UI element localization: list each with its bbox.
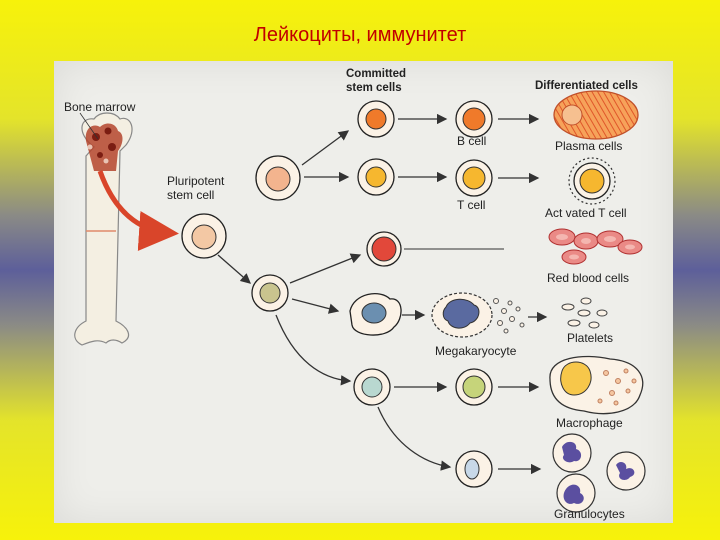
- committed-header-line1: Committed: [346, 68, 406, 80]
- b-cell-label: B cell: [457, 134, 486, 148]
- granulocytes: [552, 433, 646, 513]
- plasma-cells-label: Plasma cells: [555, 139, 622, 153]
- committed-header-line2: stem cells: [346, 82, 402, 94]
- pluripotent-label-line2: stem cell: [167, 188, 214, 202]
- megakaryoblast: [349, 293, 402, 336]
- platelets: [561, 297, 608, 329]
- t-cell: [455, 159, 493, 197]
- macrophage-label: Macrophage: [556, 416, 623, 430]
- b-cell: [455, 100, 493, 138]
- committed-b-stem-cell: [357, 100, 395, 138]
- macrophage: [549, 355, 644, 415]
- plasma-cell: [553, 90, 639, 140]
- pluripotent-stem-cell-upper: [255, 155, 301, 201]
- hematopoiesis-diagram: Committed stem cells Differentiated cell…: [64, 68, 646, 521]
- differentiated-header: Differentiated cells: [535, 80, 638, 92]
- megakaryocyte: [431, 292, 525, 338]
- committed-t-stem-cell: [357, 158, 395, 196]
- activated-t-cell-label: Act vated T cell: [545, 206, 627, 220]
- platelets-label: Platelets: [567, 331, 613, 345]
- t-cell-label: T cell: [457, 198, 485, 212]
- bone-marrow-label: Bone marrow: [64, 100, 136, 114]
- rbc-precursor: [366, 231, 402, 267]
- activated-t-cell: [568, 157, 616, 205]
- pluripotent-stem-cell-lower: [181, 213, 227, 259]
- myeloid-stem-cell: [251, 274, 289, 312]
- bone-illustration: [74, 112, 179, 346]
- granulocytes-label: Granulocytes: [554, 507, 625, 521]
- granulocyte-precursor: [455, 450, 493, 488]
- megakaryocyte-label: Megakaryocyte: [435, 344, 517, 358]
- monocyte: [455, 368, 493, 406]
- red-blood-cells-label: Red blood cells: [547, 271, 629, 285]
- red-blood-cells: [548, 228, 643, 265]
- hematopoiesis-figure: Committed stem cells Differentiated cell…: [54, 61, 673, 523]
- pluripotent-label-line1: Pluripotent: [167, 174, 225, 188]
- slide-title: Лейкоциты, иммунитет: [253, 24, 467, 46]
- myeloid-progenitor: [353, 368, 391, 406]
